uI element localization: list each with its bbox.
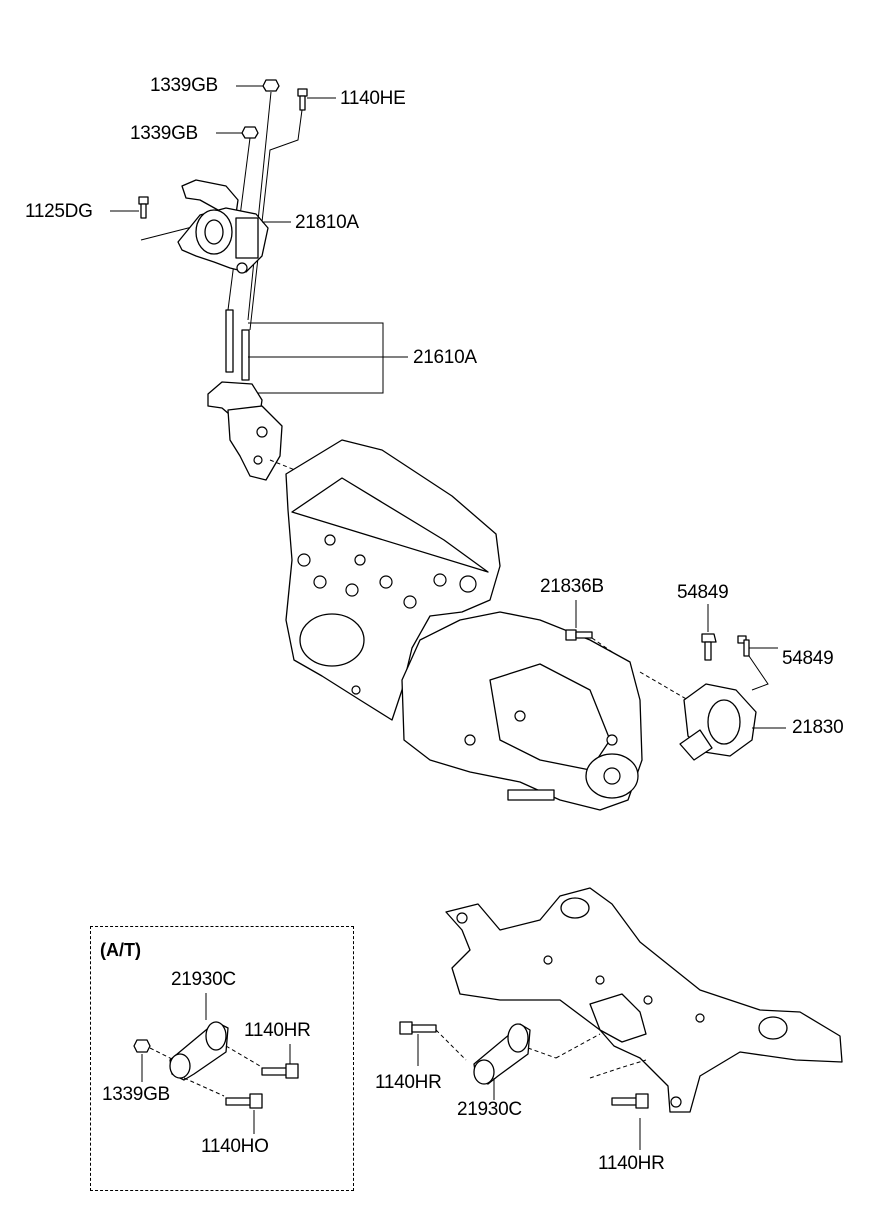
label-54849-a[interactable]: 54849	[677, 582, 729, 603]
bolt-54849-a[interactable]	[701, 604, 717, 661]
roll-rod-21930c-box[interactable]	[169, 993, 229, 1081]
bolt-1140hr-mid[interactable]	[399, 1021, 467, 1066]
label-21930c-mid[interactable]: 21930C	[457, 1099, 522, 1120]
nut-1339gb-box[interactable]	[133, 1039, 175, 1082]
label-21610a[interactable]: 21610A	[413, 347, 477, 368]
studs-21610a[interactable]	[225, 309, 408, 394]
label-1140hr-box[interactable]: 1140HR	[244, 1020, 311, 1041]
label-1140he[interactable]: 1140HE	[340, 88, 406, 109]
label-1125dg[interactable]: 1125DG	[25, 201, 93, 222]
subframe	[445, 887, 843, 1113]
label-21930c-box[interactable]: 21930C	[171, 969, 236, 990]
mount-bracket-21810a[interactable]	[177, 179, 291, 274]
engine-block	[285, 439, 501, 721]
bolt-21836b[interactable]	[565, 600, 689, 701]
bolt-54849-b[interactable]	[737, 635, 778, 691]
label-1140hr-mid[interactable]: 1140HR	[375, 1072, 442, 1093]
transmission	[401, 611, 643, 811]
nut-1339gb-2[interactable]	[216, 126, 259, 139]
transmission-mount-21830[interactable]	[679, 683, 786, 761]
label-21810a[interactable]: 21810A	[295, 212, 359, 233]
label-1140ho[interactable]: 1140HO	[201, 1136, 269, 1157]
roll-rod-21930c-mid[interactable]	[473, 1023, 601, 1100]
label-21836b[interactable]: 21836B	[540, 576, 604, 597]
automatic-transmission-inset	[90, 926, 354, 1191]
label-54849-b[interactable]: 54849	[782, 648, 834, 669]
nut-1339gb-top[interactable]	[236, 79, 280, 92]
engine-side-bracket[interactable]	[207, 381, 301, 481]
label-21830[interactable]: 21830	[792, 717, 844, 738]
bolt-1140hr-bottom[interactable]	[589, 1059, 649, 1150]
label-1339gb-2[interactable]: 1339GB	[130, 123, 198, 144]
label-1339gb-top[interactable]: 1339GB	[150, 75, 218, 96]
label-1140hr-bottom[interactable]: 1140HR	[598, 1153, 665, 1174]
bolt-1140he[interactable]	[297, 88, 336, 111]
bolt-1140ho[interactable]	[183, 1077, 263, 1134]
label-1339gb-box[interactable]: 1339GB	[102, 1084, 170, 1105]
inset-title: (A/T)	[100, 940, 141, 960]
bolt-1140hr-box[interactable]	[225, 1044, 299, 1079]
